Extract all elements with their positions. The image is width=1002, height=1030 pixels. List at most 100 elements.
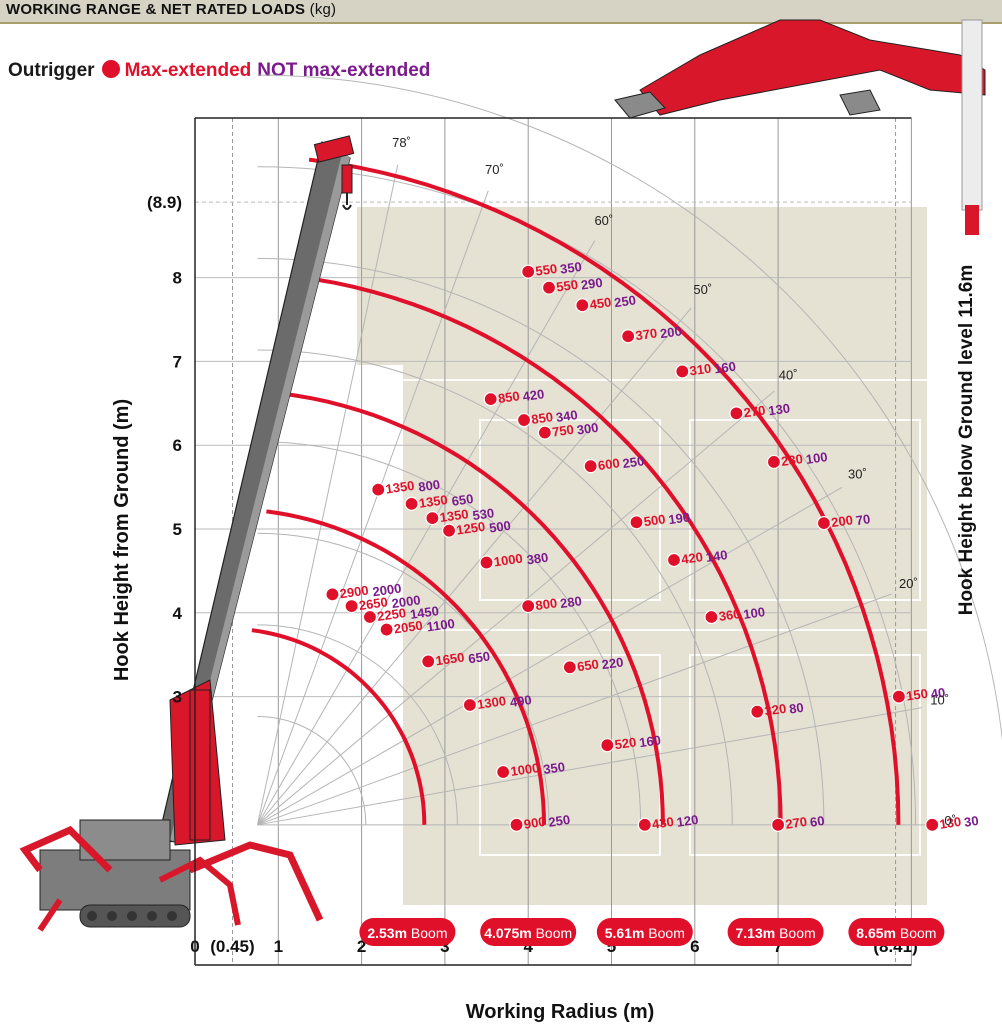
load-not: 30 (963, 813, 979, 830)
angle-label: 60˚ (594, 213, 613, 228)
boom-label-word: Boom (644, 925, 684, 941)
load-point (575, 298, 590, 313)
angle-label: 70˚ (485, 162, 504, 177)
angle-line (257, 487, 843, 826)
x-tick-label: 1 (274, 937, 283, 956)
load-point (483, 392, 498, 407)
load-not: 70 (855, 511, 871, 528)
load-max: 2050 (393, 618, 424, 637)
load-max: 420 (680, 549, 704, 567)
boom-arc (251, 628, 427, 825)
load-point (621, 329, 636, 344)
load-not: 40 (930, 685, 946, 702)
load-point (562, 660, 577, 675)
header-unit: (kg) (309, 1, 337, 18)
legend-not: NOT max-extended (257, 60, 431, 81)
boom-label: 2.53m Boom (367, 925, 447, 941)
boom-label: 7.13m Boom (736, 925, 816, 941)
angle-line (257, 307, 692, 826)
boom-label-word: Boom (896, 925, 936, 941)
load-point (541, 280, 557, 295)
load-not: 650 (467, 649, 491, 667)
load-max: 320 (764, 701, 788, 719)
load-point (704, 609, 719, 625)
angle-line (257, 190, 489, 825)
load-max: 900 (523, 814, 547, 832)
boom-arc (280, 391, 665, 825)
angle-line (257, 390, 775, 826)
load-not: 650 (451, 491, 475, 509)
angle-line (256, 164, 399, 825)
load-point (325, 587, 340, 602)
load-not: 300 (576, 420, 600, 438)
load-not: 160 (713, 359, 737, 377)
load-max: 200 (830, 512, 854, 530)
load-point (729, 406, 744, 421)
bg-panel-lower (403, 365, 927, 905)
load-point (816, 516, 832, 531)
load-max: 1350 (385, 478, 416, 497)
boom-label-pill (596, 918, 693, 946)
header-title-text: WORKING RANGE & NET RATED LOADS (6, 1, 306, 18)
load-not: 340 (555, 407, 579, 425)
legend-outrigger: Outrigger (8, 60, 95, 81)
boom-arc (308, 157, 901, 825)
x-tick-label: 3 (440, 937, 449, 956)
load-point (379, 622, 394, 637)
load-point (496, 764, 511, 780)
load-point (537, 425, 552, 440)
y-tick-label: 5 (173, 520, 182, 539)
load-not: 1100 (426, 616, 456, 635)
load-max: 850 (497, 388, 521, 406)
load-not: 280 (559, 593, 583, 611)
load-max: 270 (743, 402, 767, 420)
header-title: WORKING RANGE & NET RATED LOADS (kg) (6, 1, 336, 18)
header-bar: WORKING RANGE & NET RATED LOADS (kg) (0, 0, 1002, 24)
load-max: 520 (614, 734, 638, 752)
y-tick-label: 7 (173, 352, 182, 371)
boom-label-word: Boom (407, 925, 447, 941)
load-max: 1350 (418, 492, 449, 511)
x-tick-label: 5 (607, 937, 616, 956)
load-not: 500 (488, 518, 512, 536)
load-not: 530 (472, 505, 496, 523)
load-max: 130 (939, 814, 963, 832)
load-not: 420 (522, 386, 546, 404)
load-point (583, 459, 598, 474)
radius-arc (257, 257, 825, 825)
load-point (750, 704, 765, 719)
boom-label: 4.075m Boom (484, 925, 572, 941)
x-tick-label: 7 (773, 937, 782, 956)
load-max: 360 (718, 606, 742, 624)
boom-label-pill (359, 918, 456, 946)
legend-max: Max-extended (124, 60, 252, 81)
load-max: 800 (535, 595, 559, 613)
right-side-label: Hook Height below Ground level 11.6m (956, 265, 977, 616)
load-not: 160 (638, 732, 662, 750)
radius-arc (257, 349, 733, 825)
angle-label: 50˚ (693, 282, 712, 297)
load-max: 750 (551, 422, 575, 440)
load-not: 100 (805, 449, 829, 467)
load-max: 600 (597, 455, 621, 473)
load-not: 190 (667, 509, 691, 527)
load-max: 430 (651, 814, 675, 832)
boom-arc (294, 274, 783, 825)
load-point (770, 817, 786, 832)
load-max: 310 (689, 361, 713, 379)
load-point (462, 697, 477, 713)
load-max: 550 (535, 261, 559, 279)
boom-arc (266, 509, 546, 825)
boom-label-num: 7.13m (736, 925, 776, 941)
load-not: 250 (613, 292, 637, 310)
x-axis-label: Working Radius (m) (466, 1001, 655, 1023)
x-tick-label: 4 (523, 937, 533, 956)
load-not: 380 (526, 550, 550, 568)
load-point (637, 817, 652, 832)
angle-label: 78˚ (392, 135, 411, 150)
angle-label: 0˚ (944, 813, 956, 828)
load-not: 250 (547, 812, 571, 830)
load-point (521, 264, 536, 279)
